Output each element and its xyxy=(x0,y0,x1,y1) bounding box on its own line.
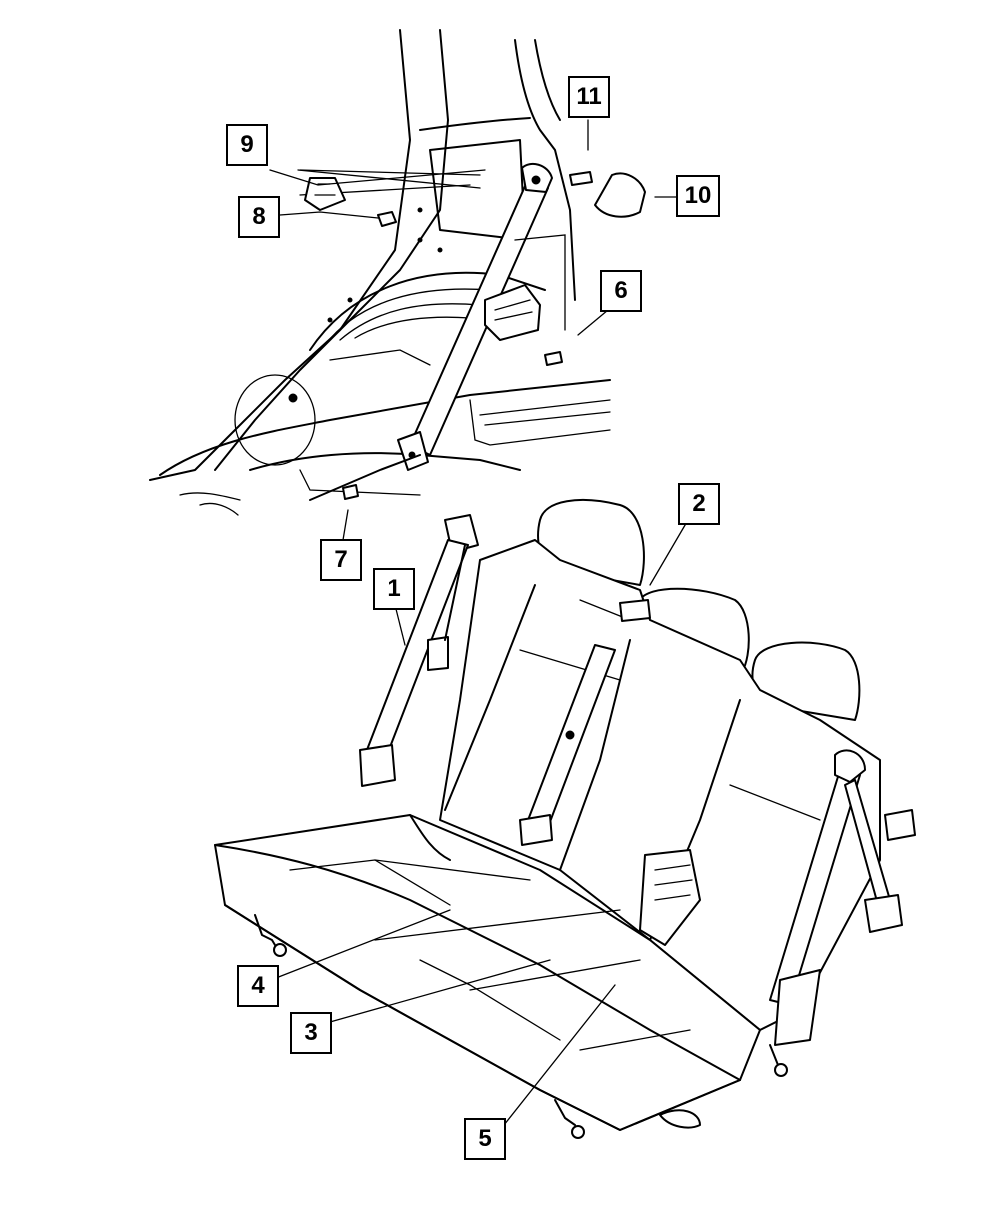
body-interior-quarter-panel xyxy=(149,29,611,516)
leader-lines xyxy=(269,119,689,1131)
callout-9: 9 xyxy=(226,124,268,166)
callout-7: 7 xyxy=(320,539,362,581)
callout-8: 8 xyxy=(238,196,280,238)
callout-1: 1 xyxy=(373,568,415,610)
callout-4: 4 xyxy=(237,965,279,1007)
callout-3: 3 xyxy=(290,1012,332,1054)
callout-6: 6 xyxy=(600,270,642,312)
callout-10: 10 xyxy=(676,175,720,217)
rear-bench-seat xyxy=(214,499,916,1139)
callout-5: 5 xyxy=(464,1118,506,1160)
callout-11: 11 xyxy=(568,76,610,118)
callout-2: 2 xyxy=(678,483,720,525)
upper-seat-belt-assembly xyxy=(309,162,646,501)
